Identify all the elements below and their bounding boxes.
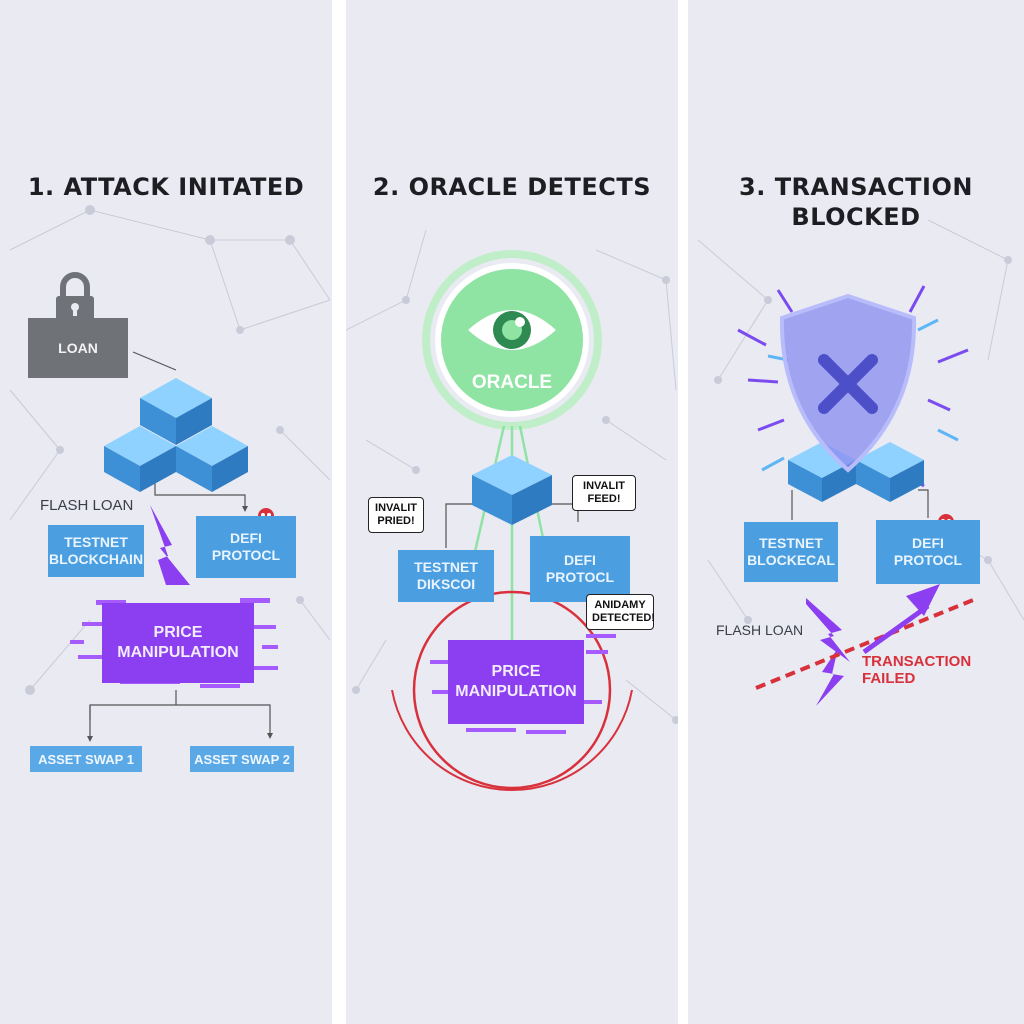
loan-box: LOAN xyxy=(28,318,128,378)
defi-protocol-box: DEFI PROTOCL xyxy=(196,516,296,578)
invalid-price-bubble: INVALIT PRIED! xyxy=(368,497,424,533)
panel-title: 3. TRANSACTION xyxy=(739,173,973,201)
panel-title: 1. ATTACK INITATED xyxy=(27,173,305,201)
oracle-diagram: ORACLE xyxy=(391,250,633,791)
price-manipulation-box: PRICE MANIPULATION xyxy=(102,603,254,683)
flash-loan-label: FLASH LOAN xyxy=(40,497,134,514)
panel-oracle-detects: 2. ORACLE DETECTS ORACLE xyxy=(346,0,678,1024)
lightning-bolt-icon xyxy=(150,505,190,585)
panel-title: 2. ORACLE DETECTS xyxy=(372,173,652,201)
eye-icon xyxy=(468,310,556,350)
testnet-blockchain-box: TESTNET BLOCKCHAIN xyxy=(48,525,144,577)
network-background xyxy=(9,205,331,695)
testnet-box: TESTNET DIKSCOI xyxy=(398,550,494,602)
lightning-bolt-icon xyxy=(806,598,850,706)
asset-swap-1-box: ASSET SWAP 1 xyxy=(30,746,142,772)
shield-diagram xyxy=(737,285,979,706)
padlock-icon xyxy=(56,272,94,322)
oracle-label: ORACLE xyxy=(472,372,552,393)
panel-transaction-blocked: 3. TRANSACTION BLOCKED xyxy=(688,0,1024,1024)
blockchain-cubes xyxy=(104,378,248,492)
invalid-feed-bubble: INVALIT FEED! xyxy=(572,475,636,511)
shield-x-icon xyxy=(779,293,917,473)
transaction-failed-label: TRANSACTION FAILED xyxy=(862,653,972,687)
defi-protocol-box: DEFI PROTOCL xyxy=(876,520,980,584)
price-manipulation-box: PRICE MANIPULATION xyxy=(448,640,584,724)
anomaly-detected-bubble: ANIDAMY DETECTED! xyxy=(586,594,655,630)
network-background xyxy=(346,229,678,724)
panel-title-line-2: BLOCKED xyxy=(791,203,921,231)
defi-protocol-box: DEFI PROTOCL xyxy=(530,536,630,602)
asset-swap-2-box: ASSET SWAP 2 xyxy=(190,746,294,772)
testnet-box: TESTNET BLOCKECAL xyxy=(744,522,838,582)
blockchain-cube xyxy=(472,455,552,525)
panel-attack-initiated: 1. ATTACK INITATED LOAN xyxy=(0,0,332,1024)
flash-loan-label: FLASH LOAN xyxy=(716,622,804,638)
